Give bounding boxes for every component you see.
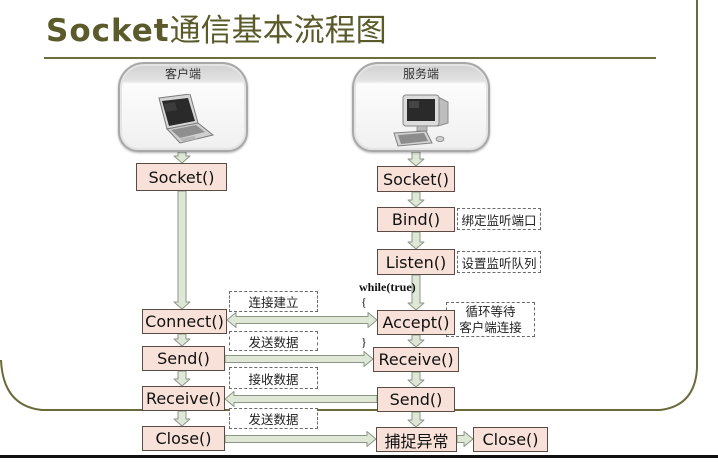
server-bind-step: Bind() [377, 207, 455, 232]
note-close: 发送数据 [229, 408, 318, 429]
server-close-step: Close() [473, 427, 548, 452]
slide-border [0, 0, 698, 411]
server-catch-exception-step: 捕捉异常 [376, 427, 457, 452]
server-header: 服务端 [352, 62, 490, 152]
client-receive-to-close-arrow [173, 410, 191, 427]
note-accept-line-1: 循环等待 [465, 303, 516, 319]
client-label: 客户端 [164, 67, 201, 81]
server-receive-step: Receive() [373, 347, 459, 372]
server-send-to-exception-arrow [407, 411, 425, 428]
client-header: 客户端 [118, 62, 248, 152]
server-receive-to-send-arrow [407, 371, 425, 388]
server-label: 服务端 [402, 67, 439, 81]
note-accept: 循环等待 客户端连接 [446, 302, 535, 337]
exception-to-close-arrow [456, 431, 474, 447]
server-bind-to-listen-arrow [407, 231, 425, 250]
note-bind: 绑定监听端口 [457, 208, 541, 230]
server-header-to-socket-arrow [407, 151, 425, 167]
client-connect-to-send-arrow [173, 333, 191, 347]
server-socket-to-bind-arrow [407, 191, 425, 208]
client-socket-to-connect-arrow [173, 190, 191, 310]
client-connect-step: Connect() [142, 309, 227, 334]
client-close-step: Close() [142, 426, 225, 451]
title-rest: 通信基本流程图 [169, 13, 387, 49]
loop-open-brace: { [361, 295, 367, 309]
desktop-computer-icon [393, 94, 449, 147]
loop-keyword: while(true) [359, 280, 416, 294]
client-socket-step: Socket() [136, 163, 227, 191]
server-accept-step: Accept() [377, 310, 455, 335]
note-connect: 连接建立 [229, 291, 318, 312]
server-send-step: Send() [377, 387, 455, 412]
note-accept-line-2: 客户端连接 [459, 319, 522, 335]
page-title: Socket通信基本流程图 [46, 9, 387, 53]
client-receive-step: Receive() [142, 386, 225, 411]
note-receive: 接收数据 [229, 367, 318, 389]
note-listen: 设置监听队列 [457, 251, 541, 273]
send-to-receive-arrow [224, 351, 374, 367]
connect-accept-arrow [226, 312, 378, 328]
loop-close-brace: } [361, 335, 367, 349]
server-accept-to-receive-arrow [407, 334, 425, 348]
bottom-rule [0, 455, 718, 458]
note-send: 发送数据 [229, 331, 318, 351]
client-header-to-socket-arrow [173, 151, 191, 164]
client-send-step: Send() [142, 346, 225, 371]
server-listen-to-accept-arrow [407, 274, 425, 311]
title-socket: Socket [46, 13, 170, 49]
laptop-icon [158, 94, 215, 144]
server-listen-step: Listen() [377, 249, 455, 275]
close-to-exception-arrow [224, 431, 377, 447]
client-send-to-receive-arrow [173, 370, 191, 387]
server-socket-step: Socket() [377, 166, 455, 192]
server-send-to-client-receive-arrow [224, 391, 378, 407]
